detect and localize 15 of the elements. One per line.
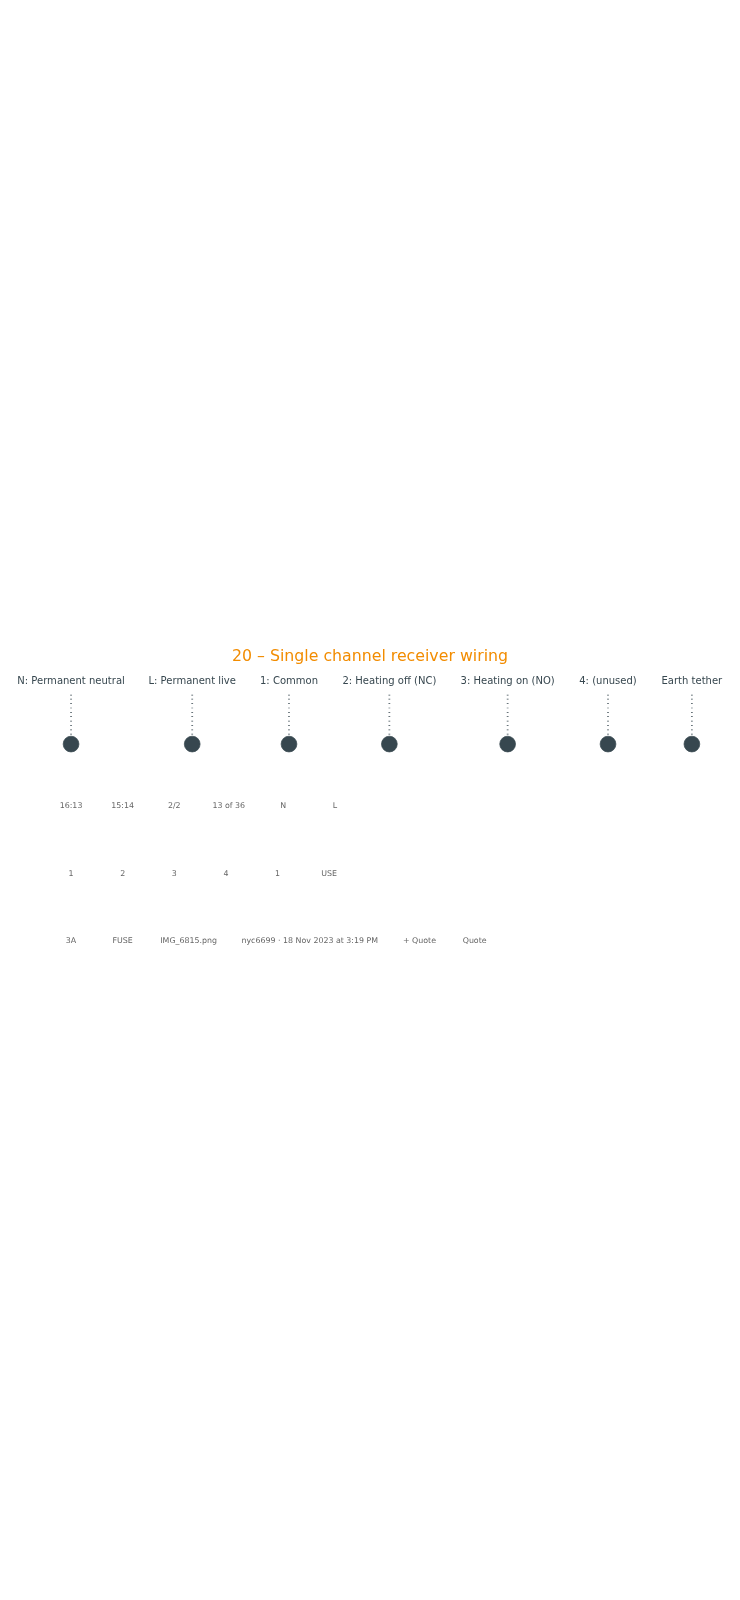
node-circle — [183, 735, 201, 753]
node-circle — [599, 735, 617, 753]
node-text: N: Permanent neutral — [17, 675, 125, 687]
node-text: 2: Heating off (NC) — [342, 675, 437, 687]
node-text: L: Permanent live — [148, 675, 236, 687]
node-circle — [280, 735, 298, 753]
diagram-title: 20 – Single channel receiver wiring — [231, 646, 509, 666]
node-circle — [683, 735, 701, 753]
node-text: 1: Common — [259, 675, 319, 687]
node-circle — [381, 735, 398, 753]
node-text: Earth tether — [661, 675, 723, 687]
node-text: 3: Heating on (NO) — [460, 675, 555, 687]
node-circle — [62, 735, 80, 753]
node-circle — [499, 735, 516, 753]
node-text: 4: (unused) — [579, 675, 637, 687]
